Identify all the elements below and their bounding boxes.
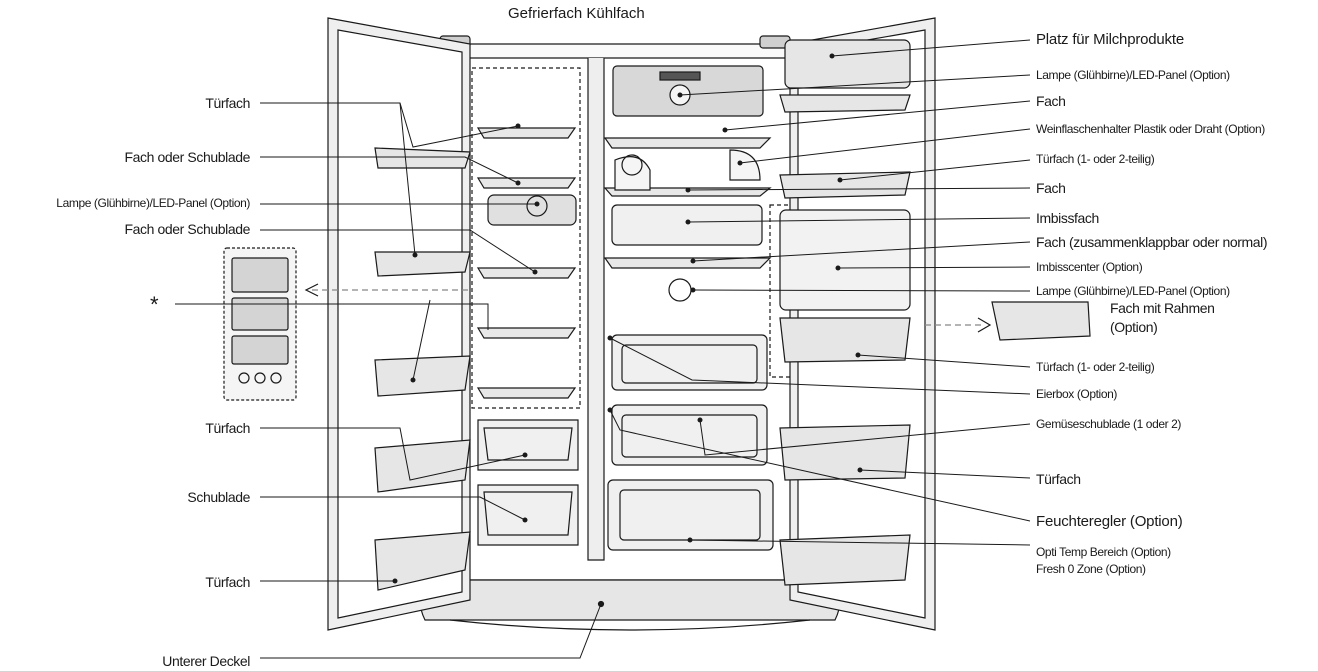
label-door-shelf-2-left: Türfach	[205, 420, 250, 436]
left-option-panel	[223, 247, 470, 401]
label-dairy: Platz für Milchprodukte	[1036, 31, 1184, 48]
label-door-shelf-3-right: Türfach	[1036, 471, 1081, 487]
label-drawer: Schublade	[187, 489, 250, 505]
label-snack-shelf: Imbissfach	[1036, 210, 1099, 226]
label-wine-rack: Weinflaschenhalter Plastik oder Draht (O…	[1036, 122, 1265, 136]
label-vegetable-drawer: Gemüseschublade (1 oder 2)	[1036, 417, 1182, 431]
label-shelf-or-drawer-2: Fach oder Schublade	[124, 221, 251, 237]
label-opti-temp-line1: Opti Temp Bereich (Option)	[1036, 545, 1171, 559]
frame-shelf-option	[925, 301, 1091, 341]
label-opti-temp-line2: Fresh 0 Zone (Option)	[1036, 562, 1146, 576]
label-foldable-shelf: Fach (zusammenklappbar oder normal)	[1036, 234, 1268, 250]
label-lamp-mid: Lampe (Glühbirne)/LED-Panel (Option)	[1036, 284, 1230, 298]
right-door	[779, 17, 936, 631]
label-frame-shelf-line1: Fach mit Rahmen	[1110, 300, 1215, 316]
label-egg-box: Eierbox (Option)	[1036, 387, 1117, 401]
label-door-shelf-2-right: Türfach (1- oder 2-teilig)	[1036, 360, 1155, 374]
label-shelf-or-drawer-1: Fach oder Schublade	[124, 149, 251, 165]
leader-dots	[392, 53, 863, 584]
fridge-shelves	[603, 65, 774, 551]
label-shelf-2: Fach	[1036, 180, 1066, 196]
label-humidity-control: Feuchteregler (Option)	[1036, 513, 1183, 530]
label-asterisk: *	[150, 292, 159, 317]
label-door-shelf-1-right: Türfach (1- oder 2-teilig)	[1036, 152, 1155, 166]
leader-lines	[175, 39, 1031, 659]
label-door-shelf-3-left: Türfach	[205, 574, 250, 590]
label-door-shelf-1-left: Türfach	[205, 95, 250, 111]
label-lamp-left: Lampe (Glühbirne)/LED-Panel (Option)	[56, 196, 250, 210]
label-frame-shelf-line2: (Option)	[1110, 319, 1158, 335]
label-lamp-top: Lampe (Glühbirne)/LED-Panel (Option)	[1036, 68, 1230, 82]
label-lower-cover: Unterer Deckel	[162, 653, 250, 669]
freezer-shelves	[476, 127, 579, 546]
label-shelf-1: Fach	[1036, 93, 1066, 109]
label-snack-center: Imbisscenter (Option)	[1036, 260, 1143, 274]
left-door	[327, 17, 471, 631]
diagram-title: Gefrierfach Kühlfach	[508, 5, 645, 22]
